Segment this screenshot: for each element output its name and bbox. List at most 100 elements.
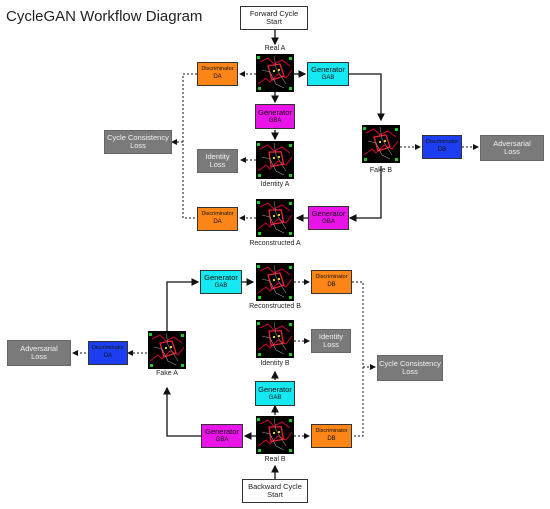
- map-thumbnail-mark: [153, 346, 177, 366]
- generator-ab-forward-sub: GAB: [321, 75, 335, 82]
- discriminator-a-top-label: Discriminator: [201, 66, 234, 73]
- identity-loss-forward-line2: Loss: [209, 160, 226, 169]
- fake-b-image: [362, 125, 400, 163]
- map-thumbnail-mark: [273, 336, 275, 338]
- map-thumbnail-mark: [278, 278, 280, 280]
- map-thumbnail-mark: [379, 126, 393, 156]
- generator-ba-forward: Generator GBA: [308, 206, 349, 230]
- map-thumbnail-mark: [273, 321, 287, 351]
- arrow-generator-ba-to-fake-a: [163, 386, 201, 437]
- real-b-label: Real B: [264, 456, 286, 463]
- map-thumbnail-mark: [289, 174, 292, 177]
- map-thumbnail-mark: [181, 334, 184, 337]
- map-thumbnail-graphic: [363, 126, 399, 161]
- cycle-loss-backward-line1: Cycle Consistency: [379, 359, 441, 369]
- identity-a-image: [256, 141, 294, 179]
- map-thumbnail-graphic: [257, 200, 293, 235]
- adversarial-loss-forward: Adversarial Loss: [480, 135, 544, 161]
- discriminator-b-bottom-sub: DB: [327, 436, 336, 443]
- map-thumbnail-mark: [261, 335, 285, 355]
- map-thumbnail-mark: [257, 201, 260, 204]
- real-a-label: Real A: [264, 45, 286, 52]
- generator-ab-backward: Generator GAB: [200, 270, 242, 294]
- backward-cycle-start-box: Backward Cycle Start: [242, 479, 308, 503]
- map-thumbnail-mark: [278, 335, 280, 337]
- real-b-image: [256, 416, 294, 454]
- backward-cycle-start-line1: Backward Cycle: [248, 482, 302, 492]
- reconstructed-b-image: [256, 263, 294, 301]
- reconstructed-a-label: Reconstructed A: [249, 240, 301, 247]
- arrow-fake-b-to-generator-ba: [348, 166, 382, 222]
- map-thumbnail-mark: [165, 347, 167, 349]
- map-thumbnail-mark: [257, 322, 260, 325]
- identity-loss-backward-line1: Identity: [318, 332, 344, 342]
- map-thumbnail-graphic: [257, 55, 293, 90]
- generator-ba-identity-label: Generator: [258, 107, 292, 117]
- fake-b-label: Fake B: [369, 167, 393, 174]
- map-thumbnail-mark: [151, 334, 183, 344]
- map-thumbnail-mark: [165, 332, 179, 362]
- map-thumbnail-mark: [273, 157, 275, 159]
- forward-cycle-start-line1: Forward Cycle: [249, 9, 299, 19]
- identity-loss-forward: Identity Loss: [197, 149, 238, 173]
- generator-ba-backward: Generator GBA: [201, 424, 243, 448]
- real-a-image: [256, 54, 294, 92]
- reconstructed-a-image: [256, 199, 294, 237]
- map-thumbnail-mark: [289, 266, 292, 269]
- map-thumbnail-mark: [259, 419, 291, 429]
- reconstructed-b-label: Reconstructed B: [249, 303, 301, 310]
- map-thumbnail-mark: [273, 215, 275, 217]
- discriminator-a-adversarial-sub: DA: [103, 353, 113, 360]
- discriminator-a-top: Discriminator DA: [197, 62, 238, 86]
- map-thumbnail-graphic: [257, 264, 293, 299]
- identity-loss-backward: Identity Loss: [311, 329, 351, 353]
- map-thumbnail-mark: [257, 431, 293, 447]
- generator-ab-backward-label: Generator: [204, 273, 238, 283]
- map-thumbnail-mark: [257, 56, 260, 59]
- map-thumbnail-mark: [384, 140, 386, 142]
- map-thumbnail-mark: [257, 418, 260, 421]
- discriminator-b-top: Discriminator DB: [311, 270, 352, 294]
- cycle-consistency-loss-backward: Cycle Consistency Loss: [377, 355, 443, 381]
- page-title: CycleGAN Workflow Diagram: [6, 8, 203, 25]
- discriminator-b-bottom: Discriminator DB: [311, 424, 352, 448]
- map-thumbnail-mark: [257, 278, 293, 294]
- generator-ab-forward: Generator GAB: [307, 62, 349, 86]
- map-thumbnail-mark: [258, 353, 261, 356]
- map-thumbnail-mark: [363, 127, 366, 130]
- discriminator-a-top-sub: DA: [213, 74, 222, 81]
- adversarial-loss-forward-line2: Loss: [504, 147, 520, 156]
- map-thumbnail-mark: [395, 128, 398, 131]
- map-thumbnail-mark: [259, 266, 291, 276]
- map-thumbnail-mark: [278, 214, 280, 216]
- cycle-loss-forward-line2: Loss: [130, 141, 146, 150]
- arrow-generator-ab-to-fake-b: [349, 73, 385, 122]
- map-thumbnail-mark: [267, 63, 285, 81]
- map-thumbnail-mark: [289, 202, 292, 205]
- generator-ba-forward-sub: GBA: [322, 219, 335, 226]
- map-thumbnail-graphic: [149, 332, 185, 367]
- generator-ba-backward-label: Generator: [205, 427, 239, 437]
- map-thumbnail-mark: [259, 57, 291, 67]
- generator-ab-backward-sub: GAB: [214, 283, 228, 290]
- map-thumbnail-mark: [365, 128, 397, 138]
- map-thumbnail-mark: [273, 142, 287, 172]
- adversarial-loss-forward-line1: Adversarial: [493, 139, 531, 149]
- map-thumbnail-mark: [289, 232, 292, 235]
- map-thumbnail-mark: [273, 200, 287, 230]
- cycle-loss-backward-line2: Loss: [402, 367, 418, 376]
- map-thumbnail-mark: [257, 214, 293, 230]
- generator-ab-forward-label: Generator: [311, 65, 345, 75]
- map-thumbnail-mark: [289, 419, 292, 422]
- map-thumbnail-mark: [289, 449, 292, 452]
- cycle-loss-forward-line1: Cycle Consistency: [107, 133, 169, 143]
- forward-cycle-start-line2: Start: [266, 17, 282, 26]
- map-thumbnail-mark: [259, 144, 291, 154]
- map-thumbnail-mark: [258, 174, 261, 177]
- discriminator-b-top-sub: DB: [327, 282, 336, 289]
- discriminator-a-adversarial: Discriminator DA: [88, 341, 128, 365]
- map-thumbnail-mark: [261, 69, 285, 89]
- generator-ba-forward-label: Generator: [311, 209, 346, 219]
- adversarial-loss-backward-line1: Adversarial: [20, 344, 58, 354]
